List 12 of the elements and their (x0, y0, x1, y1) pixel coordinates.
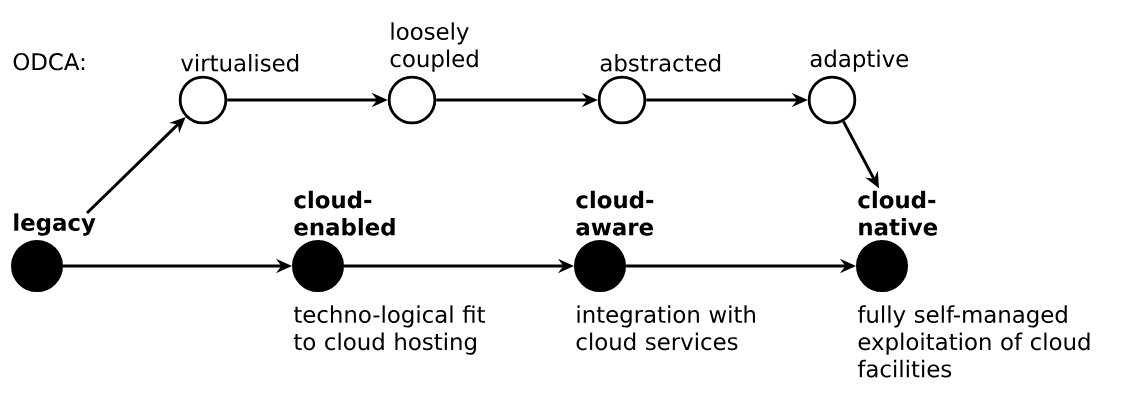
description-text: integration with cloud services (576, 305, 755, 351)
node-label: abstracted (600, 53, 721, 72)
description-text: techno-logical fit to cloud hosting (293, 305, 485, 355)
node-label: cloud-aware (576, 190, 654, 236)
node-label: cloud-native (858, 190, 938, 236)
description-text: fully self-managed exploitation of cloud facilities (857, 305, 1090, 378)
node-label: legacy (14, 213, 96, 236)
node-label: cloud-enabled (294, 190, 395, 236)
label-text: ODCA: (13, 53, 85, 71)
node-label: loosely coupled (390, 22, 478, 72)
node-label: adaptive (810, 49, 909, 72)
node-label: virtualised (181, 53, 299, 72)
